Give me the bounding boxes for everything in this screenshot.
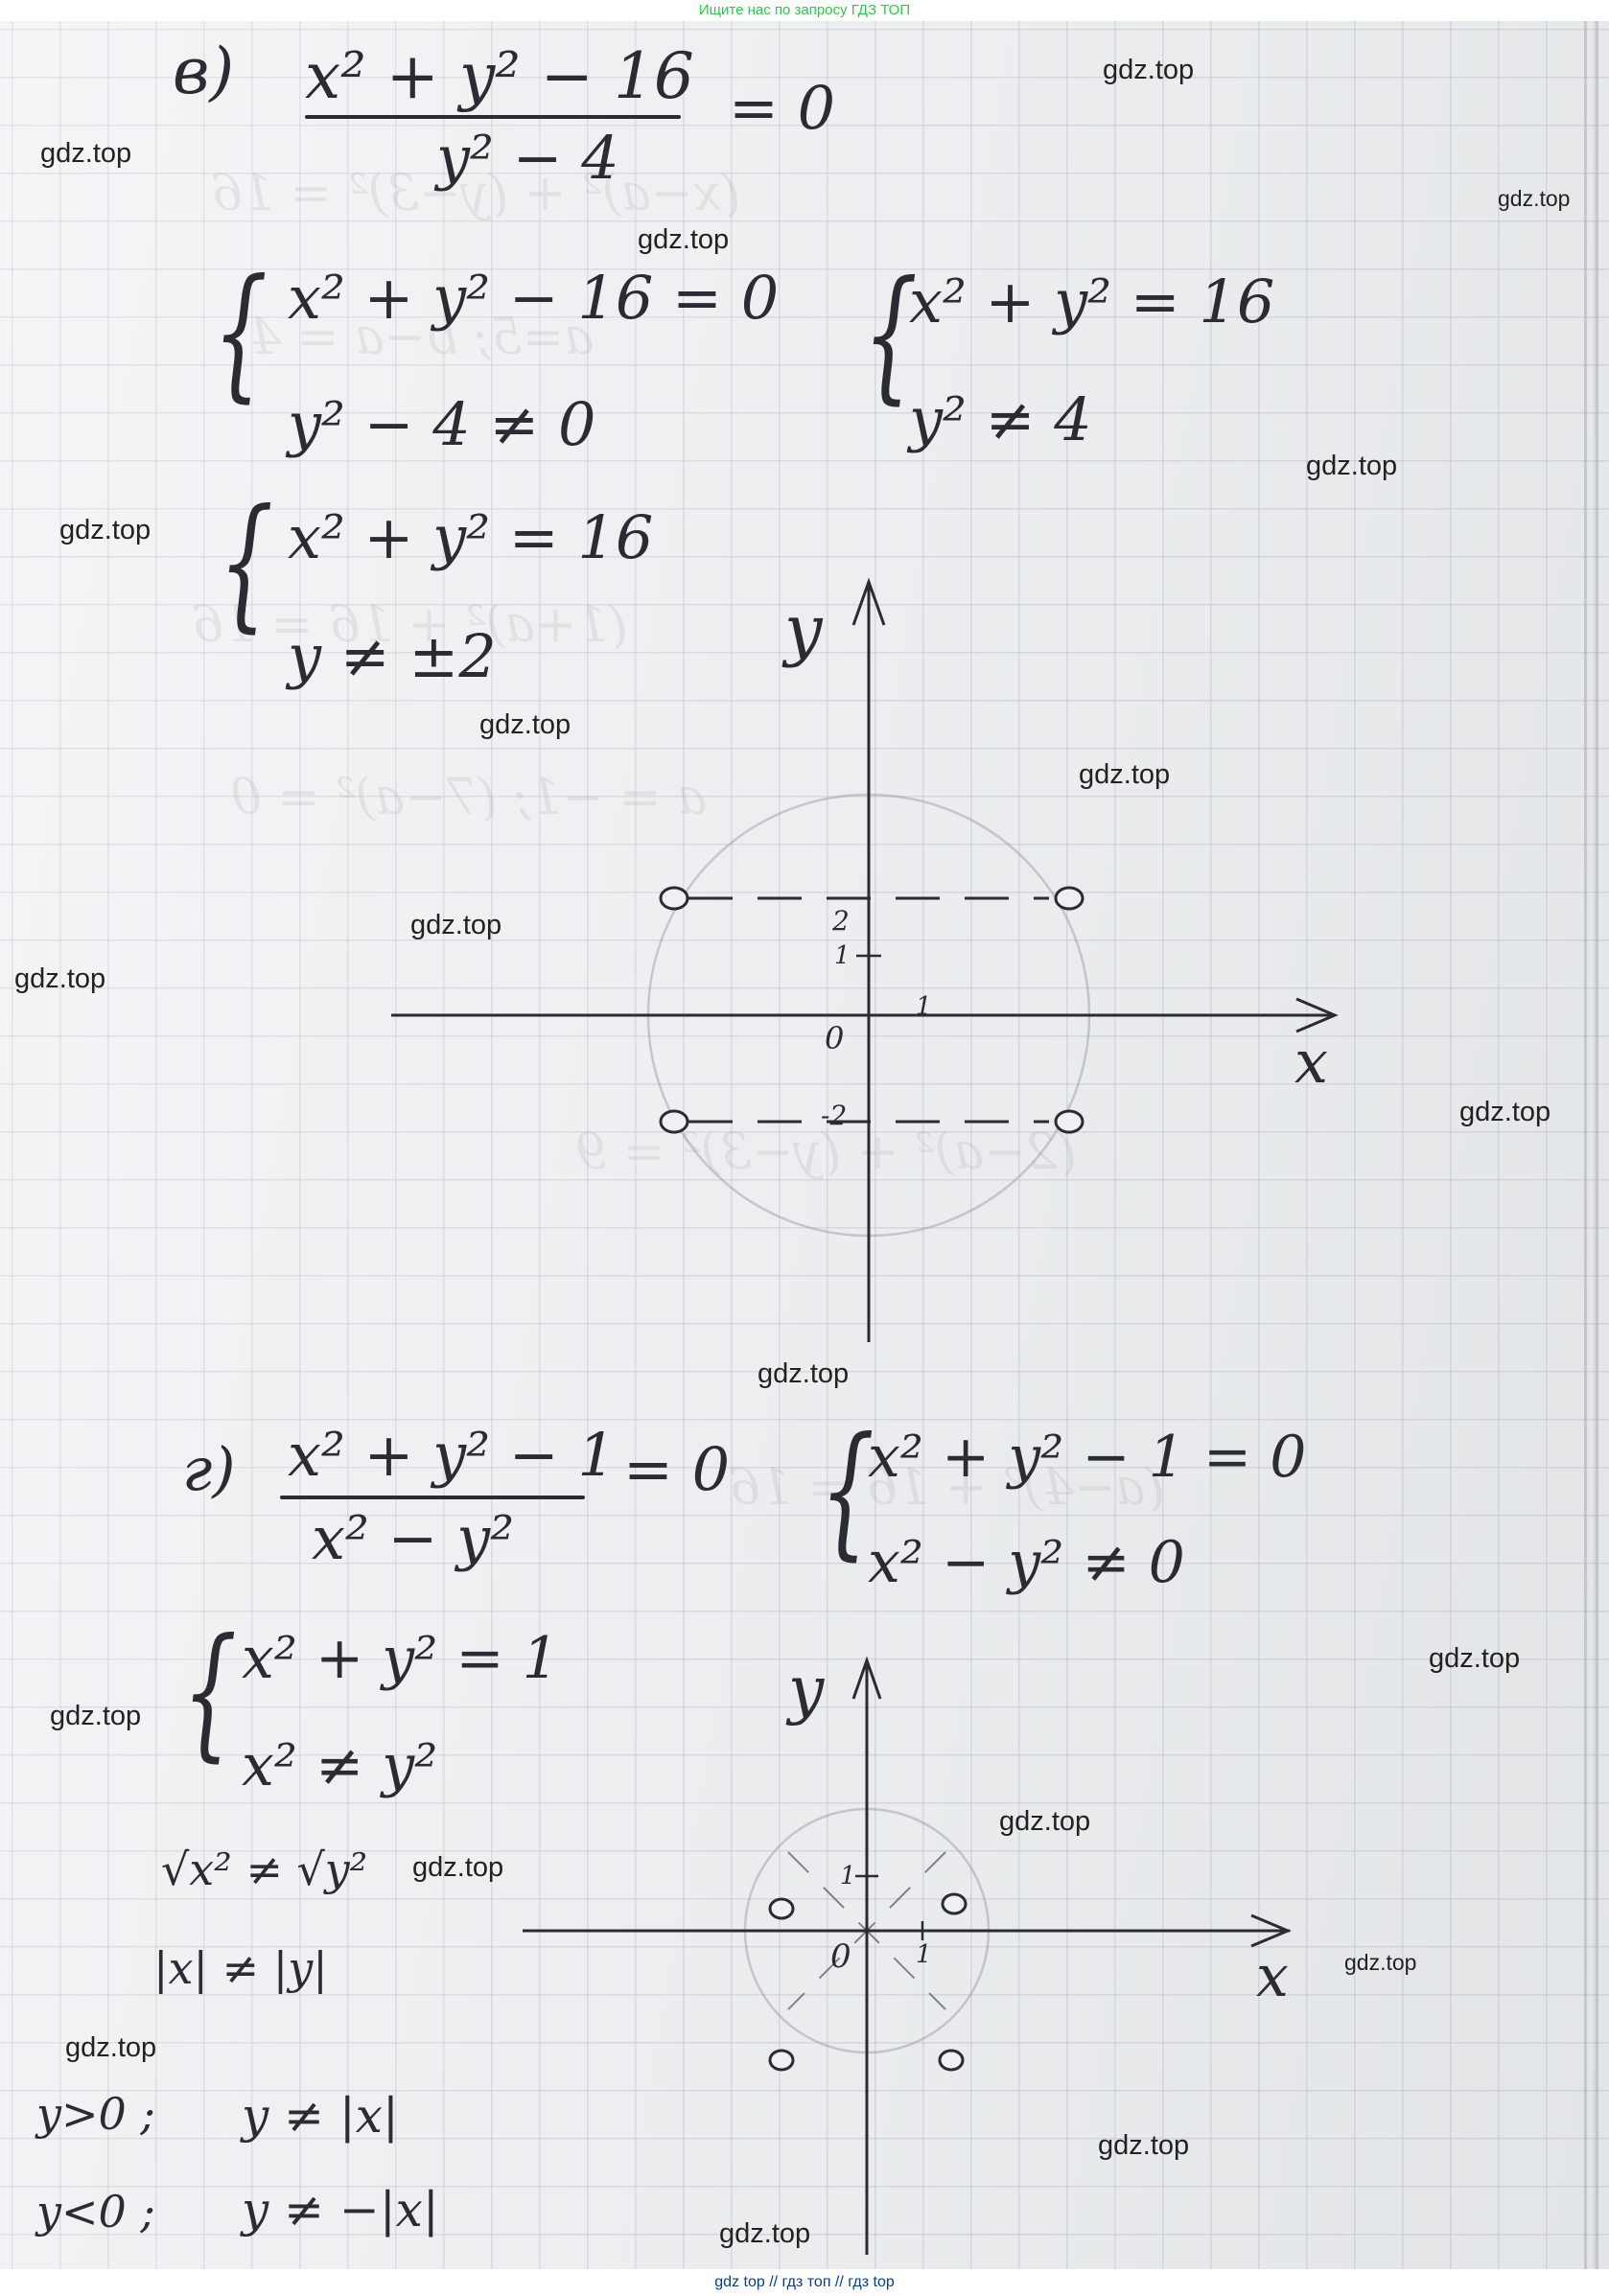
- graph-g-origin: 0: [830, 1937, 851, 1976]
- x-axis-arrow: [1250, 1913, 1292, 1948]
- part-v-denominator: y² − 4: [436, 123, 619, 193]
- watermark: gdz.top: [1429, 1643, 1521, 1674]
- part-g-case-neg-res: y ≠ −|x|: [242, 2182, 439, 2238]
- watermark: gdz.top: [412, 1852, 504, 1883]
- watermark: gdz.top: [1344, 1950, 1417, 1975]
- watermark: gdz.top: [410, 910, 502, 940]
- system-brace: {: [820, 1407, 875, 1574]
- y-axis-arrow: [851, 577, 886, 626]
- watermark: gdz.top: [59, 515, 152, 545]
- watermark: gdz.top: [14, 963, 106, 994]
- open-point: [768, 1897, 795, 1920]
- system-brace: {: [863, 251, 919, 418]
- graph-v-x-label: x: [1294, 1027, 1328, 1097]
- y-axis-arrow: [851, 1656, 882, 1700]
- graph-v-tick-y-2: 2: [832, 905, 850, 937]
- watermark: gdz.top: [1498, 186, 1571, 211]
- part-g-system1-eq1: x² + y² − 1 = 0: [868, 1424, 1307, 1491]
- watermark: gdz.top: [638, 224, 730, 255]
- graph-g-tick-y-1: 1: [840, 1862, 856, 1890]
- fraction-bar: [305, 115, 681, 119]
- watermark: gdz.top: [40, 138, 132, 169]
- watermark: gdz.top: [999, 1806, 1091, 1837]
- open-point: [768, 2049, 795, 2072]
- part-v-system3-eq1: x² + y² = 16: [288, 502, 654, 572]
- part-g-equals-zero: = 0: [623, 1434, 731, 1504]
- part-g-system2-eq1: x² + y² = 1: [242, 1625, 559, 1692]
- open-point: [1054, 886, 1084, 911]
- watermark: gdz.top: [1459, 1097, 1551, 1127]
- part-g-system2-eq2: x² ≠ y²: [242, 1732, 438, 1799]
- open-point: [941, 1892, 968, 1915]
- system-brace: {: [182, 1609, 238, 1775]
- system-brace: {: [219, 479, 274, 646]
- watermark: gdz.top: [758, 1358, 850, 1389]
- graph-g: [523, 1656, 1292, 2255]
- graph-g-tick-x-1: 1: [916, 1940, 932, 1969]
- graph-g-x-label: x: [1256, 1943, 1289, 2010]
- part-g-case-neg-cond: y<0 ;: [36, 2186, 155, 2238]
- system-brace: {: [213, 249, 268, 416]
- part-g-system1-eq2: x² − y² ≠ 0: [868, 1529, 1185, 1596]
- graph-v: [391, 577, 1339, 1342]
- part-g-step-abs: |x| ≠ |y|: [153, 1942, 328, 1994]
- part-v-label: в): [173, 35, 235, 108]
- fraction-bar: [280, 1496, 585, 1499]
- watermark: gdz.top: [1098, 2130, 1190, 2161]
- top-banner: Ищите нас по запросу ГДЗ ТОП: [698, 2, 911, 18]
- graph-v-origin: 0: [825, 1020, 845, 1056]
- margin-line: [1596, 21, 1598, 2269]
- line-y-eq-x: [787, 1851, 946, 2010]
- open-point: [659, 886, 689, 911]
- part-v-numerator: x² + y² − 16: [305, 39, 694, 113]
- part-g-step-sqrt: √x² ≠ √y²: [161, 1844, 368, 1895]
- watermark: gdz.top: [1079, 759, 1171, 790]
- part-g-denominator: x² − y²: [312, 1503, 515, 1573]
- part-v-system2-eq2: y² ≠ 4: [909, 384, 1092, 454]
- part-g-case-pos-cond: y>0 ;: [36, 2088, 155, 2140]
- part-v-system1-eq2: y² − 4 ≠ 0: [288, 389, 596, 459]
- open-point: [938, 2049, 965, 2072]
- graph-g-y-label: y: [788, 1653, 825, 1727]
- watermark: gdz.top: [1306, 451, 1398, 481]
- part-g-case-pos-res: y ≠ |x|: [242, 2088, 399, 2144]
- open-point: [1054, 1109, 1084, 1134]
- part-v-system2-eq1: x² + y² = 16: [909, 267, 1275, 336]
- watermark: gdz.top: [1103, 55, 1195, 85]
- watermark: gdz.top: [50, 1701, 142, 1731]
- margin-line: [1584, 21, 1587, 2269]
- part-v-equals-zero: = 0: [729, 73, 836, 143]
- x-axis-arrow: [1295, 997, 1339, 1033]
- open-point: [659, 1109, 689, 1134]
- watermark: gdz.top: [719, 2218, 811, 2249]
- part-g-label: г): [182, 1434, 236, 1504]
- watermark: gdz.top: [65, 2032, 157, 2063]
- graph-v-y-label: y: [784, 591, 823, 669]
- notebook-page: (x−a)² + (y−3)² = 16 a=5; b−a = 4 (1+a)²…: [0, 21, 1609, 2269]
- part-v-system3-eq2: y ≠ ±2: [288, 621, 497, 691]
- graph-v-tick-y-1: 1: [834, 941, 851, 970]
- graph-v-tick-x-1: 1: [916, 992, 932, 1021]
- graph-v-tick-y-neg2: -2: [821, 1100, 848, 1131]
- part-v-system1-eq1: x² + y² − 16 = 0: [288, 263, 780, 333]
- watermark: gdz.top: [479, 709, 571, 740]
- part-g-numerator: x² + y² − 1: [288, 1420, 616, 1490]
- bottom-banner: gdz top // гдз топ // гдз top: [0, 2269, 1609, 2296]
